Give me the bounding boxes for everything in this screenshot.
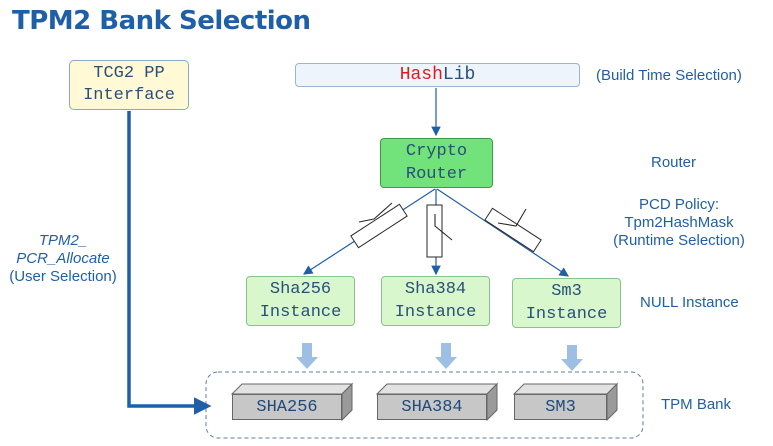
tcg-line2: Interface <box>83 86 175 105</box>
router-label: Router <box>651 154 697 171</box>
sm3-instance-box: Sm3 Instance <box>512 278 621 328</box>
router-line2: Router <box>405 165 468 184</box>
tpm-bank-sm3: SM3 <box>514 394 607 420</box>
tcg-line1: TCG2 PP <box>93 64 165 83</box>
tpm-bank-label: TPM Bank <box>661 396 732 413</box>
instance-line1: Sha256 <box>269 280 332 299</box>
pcd-line2: Tpm2HashMask <box>624 214 734 231</box>
tpm-bank-sha256: SHA256 <box>232 394 342 420</box>
tpm2-line2: PCR_Allocate <box>16 250 110 267</box>
router-to-sm3-arrow <box>436 188 569 277</box>
tpm-bank-sha384: SHA384 <box>377 394 487 420</box>
bank-box-sha256-depth <box>230 382 354 422</box>
tpm2-line3: (User Selection) <box>9 268 117 285</box>
tpm2-pcr-allocate-label: TPM2_ PCR_Allocate (User Selection) <box>0 232 126 286</box>
instance-line1: Sm3 <box>551 282 582 301</box>
hashlib-part1: Hash <box>399 65 443 85</box>
tpm2-line1: TPM2_ <box>38 232 88 249</box>
instance-line2: Instance <box>259 303 342 322</box>
sha384-instance-box: Sha384 Instance <box>381 276 490 326</box>
pcd-line1: PCD Policy: <box>638 196 720 213</box>
switch-left-icon <box>350 202 408 249</box>
null-instance-label: NULL Instance <box>640 294 739 311</box>
tcg2-pp-interface-box: TCG2 PP Interface <box>69 60 189 110</box>
tcg-to-tpm-bank-arrow <box>127 111 212 415</box>
hashlib-part2: Lib <box>442 65 476 85</box>
instance-line2: Instance <box>394 303 477 322</box>
sha256-instance-box: Sha256 Instance <box>246 276 355 326</box>
down-arrow-sha256-icon <box>296 343 318 369</box>
pcd-line3: (Runtime Selection) <box>613 232 745 249</box>
page-title: TPM2 Bank Selection <box>12 6 311 36</box>
down-arrow-sm3-icon <box>561 345 583 371</box>
switch-middle-icon <box>426 204 453 258</box>
instance-line2: Instance <box>525 305 608 324</box>
bank-box-sha384-depth <box>375 382 499 422</box>
bank-box-sm3-depth <box>512 382 619 422</box>
instance-line1: Sha384 <box>404 280 467 299</box>
down-arrow-sha384-icon <box>435 343 457 369</box>
build-time-selection-label: (Build Time Selection) <box>596 67 742 84</box>
router-line1: Crypto <box>405 142 468 161</box>
pcd-policy-label: PCD Policy: Tpm2HashMask (Runtime Select… <box>604 196 754 250</box>
switch-right-icon <box>484 207 542 253</box>
crypto-router-box: Crypto Router <box>380 138 493 188</box>
